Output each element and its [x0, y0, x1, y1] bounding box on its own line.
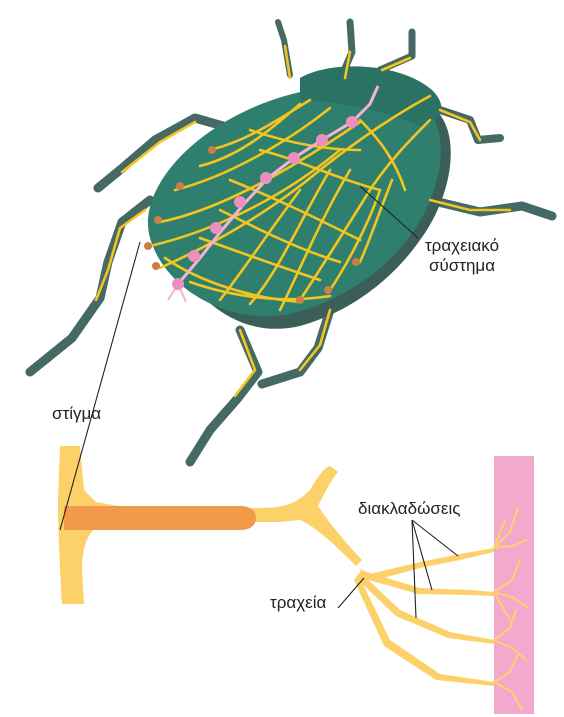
trachea-tube	[58, 446, 494, 686]
tracheal-system-label: τραχειακό σύστημα	[412, 236, 512, 276]
stigma-label: στίγμα	[52, 404, 101, 424]
tissue-strip	[494, 456, 534, 714]
tracheal-system-label-line1: τραχειακό	[412, 236, 512, 256]
trachea-detail	[58, 446, 534, 714]
trachea-label: τραχεία	[270, 593, 326, 613]
trachea-core	[64, 506, 256, 530]
tracheal-system-label-line2: σύστημα	[412, 256, 512, 276]
branches-label: διακλαδώσεις	[358, 499, 460, 519]
